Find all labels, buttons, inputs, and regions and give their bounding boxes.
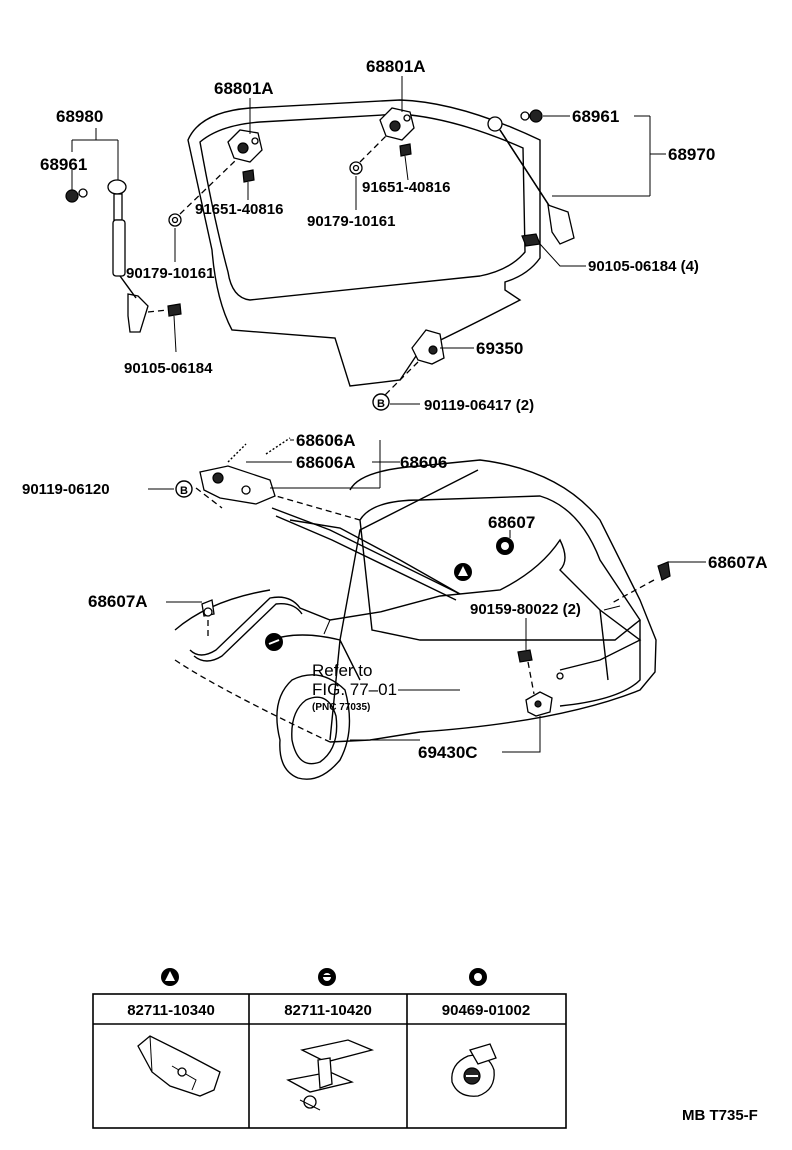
label-68980: 68980 xyxy=(56,107,103,126)
label-69350: 69350 xyxy=(476,339,523,358)
bolt-91651-left xyxy=(242,169,255,190)
hinge-right xyxy=(379,107,415,141)
table-part-2: 82711-10420 xyxy=(284,1002,372,1019)
label-68607: 68607 xyxy=(488,513,535,532)
triangle-marker-on-cable xyxy=(454,563,472,581)
clip-symbol-on-cable xyxy=(496,537,514,555)
leader-lines xyxy=(71,76,706,753)
bolt-marker-b-upper: B xyxy=(372,393,390,411)
table-part-3: 90469-01002 xyxy=(442,1002,530,1019)
label-91651-right: 91651-40816 xyxy=(362,179,450,196)
label-91651-left: 91651-40816 xyxy=(195,201,283,218)
nut-90179-left xyxy=(168,213,182,227)
legend-table xyxy=(92,993,567,1129)
footer-code: MB T735-F xyxy=(682,1107,758,1124)
label-90119-06417: 90119-06417 (2) xyxy=(424,397,534,414)
triangle-symbol xyxy=(161,968,179,986)
retainer-82711-10340-illustration xyxy=(137,1035,221,1097)
damper-stay-left xyxy=(107,179,149,333)
spring-68606A xyxy=(227,437,291,463)
bolt-91651-right xyxy=(399,143,412,181)
cable-clamp-68607A-right xyxy=(657,561,671,581)
table-part-1: 82711-10340 xyxy=(127,1002,215,1019)
refer-line1: Refer to xyxy=(312,661,372,680)
label-68606: 68606 xyxy=(400,453,447,472)
label-68961-right: 68961 xyxy=(572,107,619,126)
bolt-90105-left xyxy=(167,303,182,353)
label-68607A-left: 68607A xyxy=(88,592,148,611)
label-68606A-top: 68606A xyxy=(296,431,356,450)
nut-90179-right xyxy=(349,161,363,175)
bolt-marker-b-lower: B xyxy=(175,480,193,498)
damper-stay-right xyxy=(487,116,575,247)
clip-symbol xyxy=(318,968,336,986)
lock-assembly-68606 xyxy=(199,465,276,505)
label-68801A-left: 68801A xyxy=(214,79,274,98)
label-90105-left: 90105-06184 xyxy=(124,360,213,377)
label-90105-right: 90105-06184 (4) xyxy=(588,258,699,275)
label-68607A-right: 68607A xyxy=(708,553,768,572)
label-90159: 90159-80022 (2) xyxy=(470,601,581,618)
label-68961-left: 68961 xyxy=(40,155,87,174)
clip-68961-right xyxy=(520,109,543,123)
screw-90159 xyxy=(517,640,533,663)
back-door-outline xyxy=(187,99,541,387)
label-68606A-mid: 68606A xyxy=(296,453,356,472)
legend-symbols xyxy=(161,968,487,986)
grommet-90469-01002-illustration xyxy=(451,1043,497,1097)
refer-line3: (PNC 77035) xyxy=(312,702,370,713)
refer-line2: FIG. 77–01 xyxy=(312,680,397,699)
label-90119-06120: 90119-06120 xyxy=(22,481,110,498)
marker-b-label: B xyxy=(377,398,385,410)
label-90179-left: 90179-10161 xyxy=(126,265,214,282)
car-body xyxy=(174,459,657,780)
grommet-marker-on-body xyxy=(265,633,283,651)
cable-clamp-68607A-left xyxy=(201,599,215,617)
clip-68961-left xyxy=(65,188,88,203)
opener-handle-69430C xyxy=(525,691,553,717)
hinge-left xyxy=(227,129,263,163)
lock-rods xyxy=(271,507,461,601)
grommet-symbol xyxy=(469,968,487,986)
back-door-lock xyxy=(411,329,445,365)
label-69430C: 69430C xyxy=(418,743,478,762)
marker-b-label-lower: B xyxy=(180,485,188,497)
retainer-82711-10420-illustration xyxy=(286,1039,375,1111)
label-68801A-right: 68801A xyxy=(366,57,426,76)
opener-cable xyxy=(189,538,642,671)
label-90179-right: 90179-10161 xyxy=(307,213,395,230)
label-68970: 68970 xyxy=(668,145,715,164)
